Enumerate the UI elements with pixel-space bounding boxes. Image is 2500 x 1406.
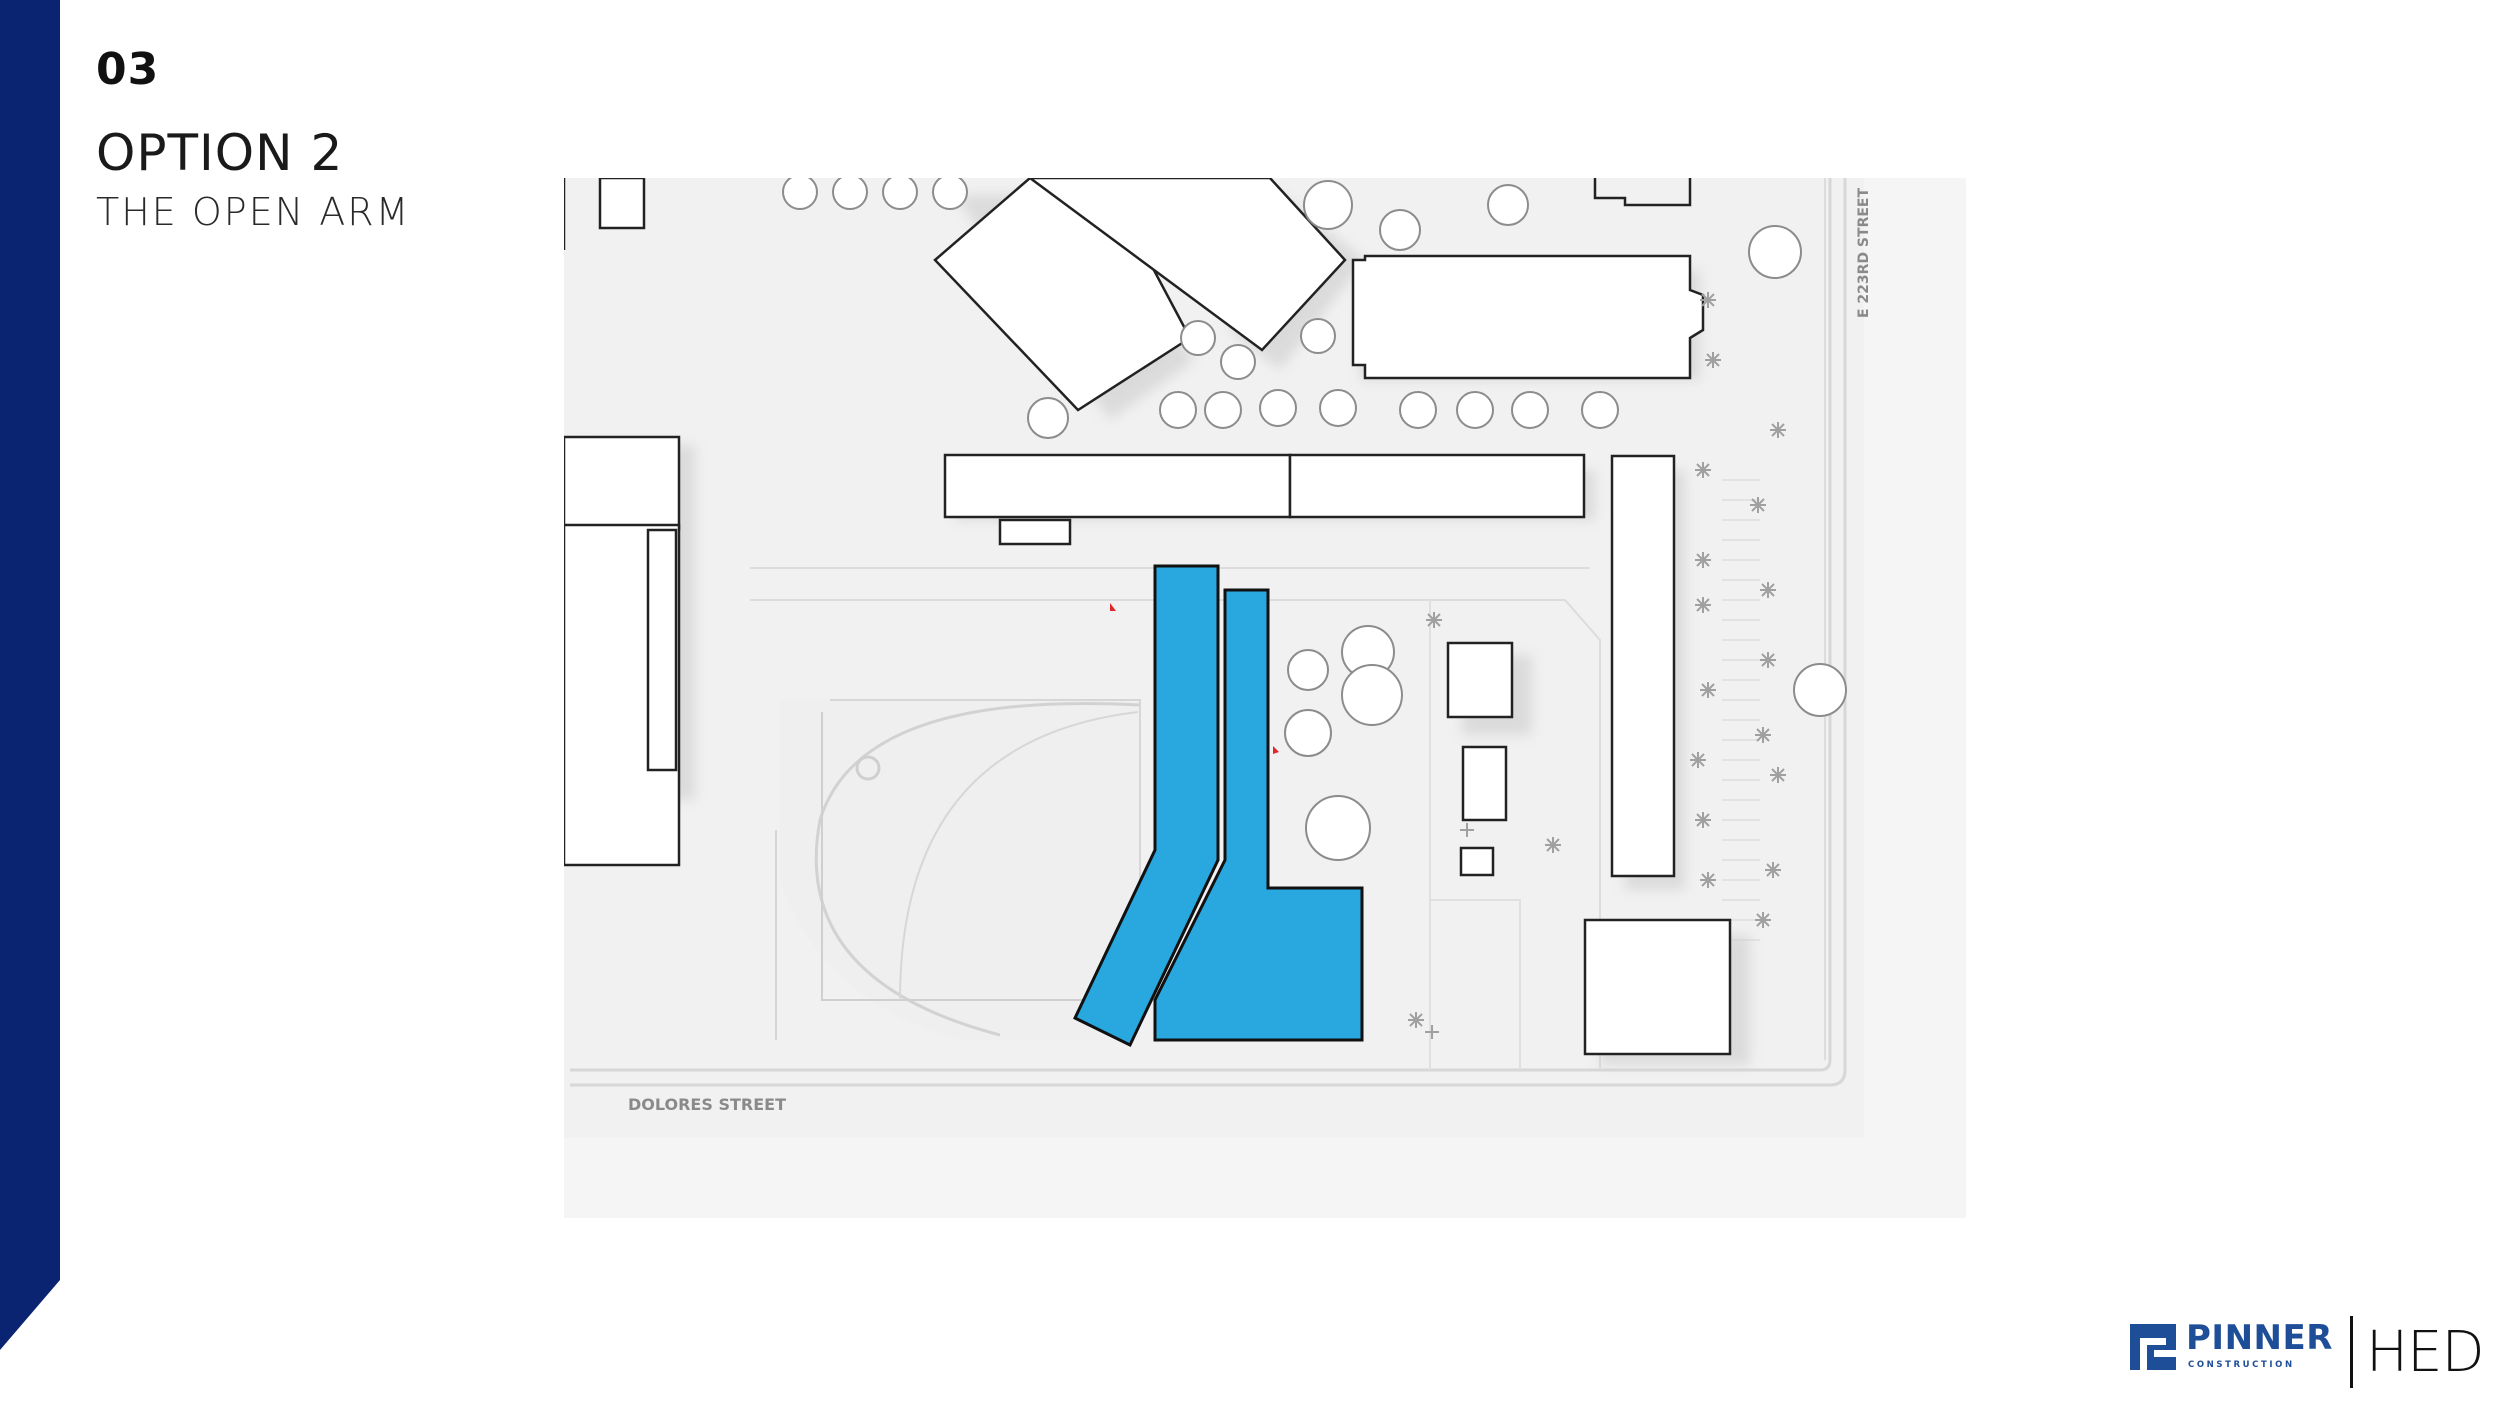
logo-divider [2350,1316,2353,1388]
building-corner-top [598,178,646,230]
tree-canopy [782,178,1847,861]
building-east-tall [1610,454,1676,878]
left-accent-bar [0,0,60,1406]
building-west-inner [646,528,678,772]
site-plan-diagram: DOLORES STREET E 223RD STREET [564,178,1966,1218]
option-subtitle: THE OPEN ARM [96,190,411,234]
pinner-logo-mark-icon [2130,1324,2176,1370]
building-small-a [1446,641,1514,719]
street-label-south: DOLORES STREET [628,1095,786,1114]
building-southeast [1583,918,1732,1056]
section-number: 03 [96,44,160,95]
palm-trees [1408,292,1786,1039]
option-title: OPTION 2 [96,124,344,182]
footer-logos: PINNER CONSTRUCTION HED [2130,1316,2490,1392]
hed-logo: HED [2366,1320,2485,1385]
baseball-field [775,699,1141,1040]
road-outline [570,178,1832,1072]
building-long-north [943,453,1292,519]
pinner-logo-subtitle: CONSTRUCTION [2188,1360,2295,1370]
proposed-building-open-arm [1073,564,1364,1048]
existing-buildings [564,178,1732,1056]
building-n-angled [1027,178,1347,352]
building-long-north-east [1288,453,1586,519]
street-label-east: E 223RD STREET [1856,188,1872,318]
building-small-b [1461,745,1508,822]
building-north [1351,254,1705,380]
proposed-wing-west [1073,564,1220,1048]
building-west-upper [564,435,681,531]
building-small-c [1459,846,1495,877]
proposed-wing-east [1153,588,1364,1042]
pinner-logo-name: PINNER [2186,1318,2333,1358]
